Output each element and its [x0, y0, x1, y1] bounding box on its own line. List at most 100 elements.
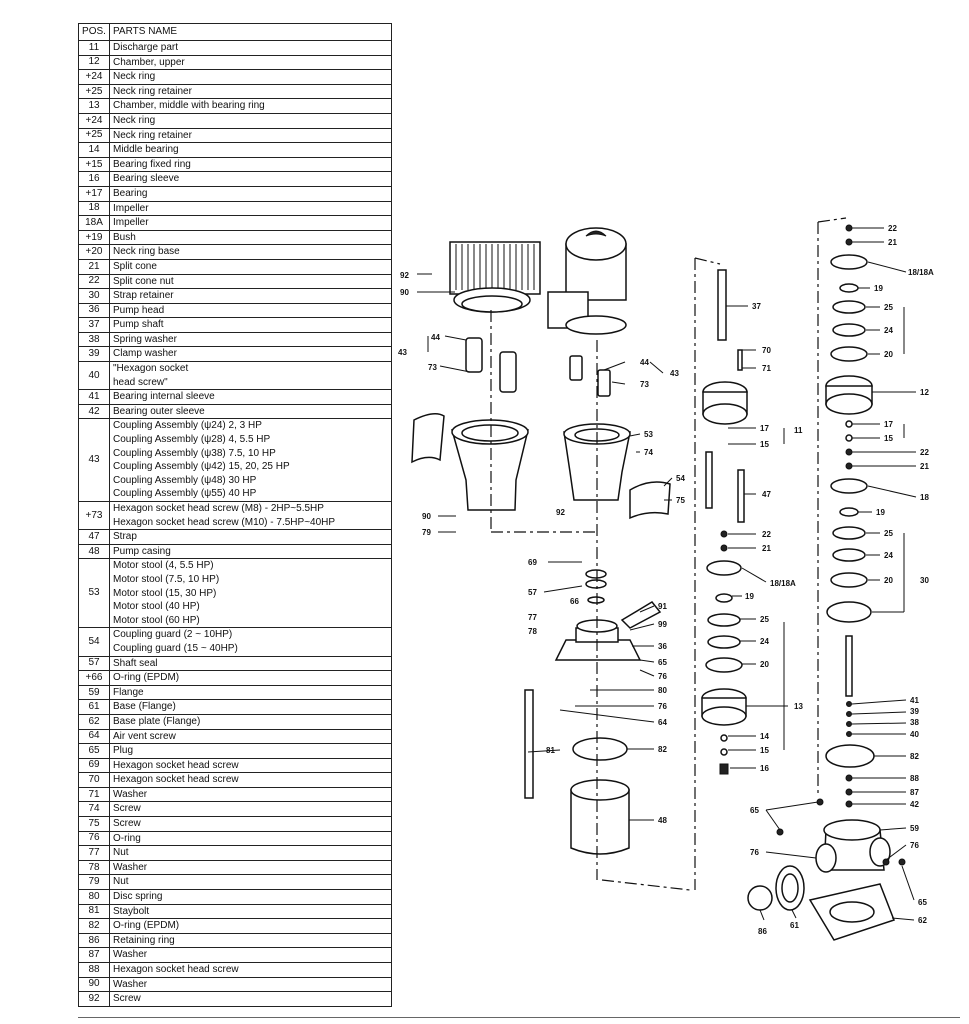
part-name-cell: Strap	[109, 529, 392, 545]
motor-large	[449, 241, 541, 313]
callout-71: 71	[762, 364, 771, 373]
part-pos: +24	[78, 112, 110, 129]
part-name-cell: Bearing fixed ring	[109, 156, 392, 173]
callout-59: 59	[910, 824, 919, 833]
callout-30: 30	[920, 576, 929, 585]
part-name-cell: Base plate (Flange)	[109, 713, 392, 730]
part-name: Flange	[113, 686, 144, 698]
callout-92: 92	[400, 271, 409, 280]
part-name-cell: Neck ring retainer	[109, 83, 392, 100]
callout-15: 15	[760, 746, 769, 755]
part-name-cell: Hexagon socket head screw (M8) - 2HP~5.5…	[109, 500, 392, 531]
part-name-cell: Bearing outer sleeve	[109, 403, 392, 420]
part-name-cell: Air vent screw	[109, 728, 392, 745]
part-name: Split cone	[113, 260, 157, 272]
callout-57: 57	[528, 588, 537, 597]
callout-47: 47	[762, 490, 771, 499]
part-pos: 48	[78, 543, 110, 560]
pump-head-assembly	[524, 569, 662, 855]
part-name: Spring washer	[113, 333, 177, 345]
callout-labels: 92 90 44 43 73 44 43 73 53 74 54 75 92 9…	[398, 224, 934, 936]
part-pos: +25	[78, 83, 110, 100]
callout-21: 21	[888, 238, 897, 247]
part-name-cell: Bearing sleeve	[109, 171, 392, 187]
parts-table-header: POS. PARTS NAME	[78, 23, 392, 41]
part-name: Bearing	[113, 187, 148, 199]
part-name: Clamp washer	[113, 348, 177, 360]
part-pos: 62	[78, 713, 110, 730]
part-name-cell: Shaft seal	[109, 655, 392, 672]
callout-81: 81	[546, 746, 555, 755]
part-name: Coupling guard (15 ~ 40HP)	[113, 642, 238, 654]
part-name: Impeller	[113, 217, 149, 229]
part-pos: +20	[78, 244, 110, 260]
part-name: Coupling guard (2 ~ 10HP)	[113, 629, 233, 641]
part-name: Motor stool (4, 5.5 HP)	[113, 560, 214, 572]
part-name: Base (Flange)	[113, 701, 176, 713]
callout-91: 91	[658, 602, 667, 611]
part-pos: 64	[78, 728, 110, 745]
part-name: Hexagon socket head screw	[113, 964, 239, 975]
part-name-cell: Split cone nut	[109, 273, 392, 290]
part-pos: 75	[78, 816, 110, 832]
part-name: Base plate (Flange)	[113, 715, 201, 727]
part-pos: +24	[78, 69, 110, 85]
part-name-cell: Screw	[109, 991, 392, 1007]
callout-79: 79	[422, 528, 431, 537]
part-name: Pump shaft	[113, 319, 164, 331]
callout-19: 19	[874, 284, 883, 293]
bottom-rule	[78, 1017, 960, 1018]
part-pos: 30	[78, 288, 110, 304]
part-pos: 88	[78, 962, 110, 978]
part-name-cell: Washer	[109, 947, 392, 963]
part-name-cell: Middle bearing	[109, 142, 392, 158]
part-name: Motor stool (15, 30 HP)	[113, 587, 217, 599]
part-name-cell: Screw	[109, 816, 392, 832]
callout-36: 36	[658, 642, 667, 651]
part-name-cell: Neck ring retainer	[109, 127, 392, 144]
part-name-cell: Clamp washer	[109, 346, 392, 363]
part-pos: 90	[78, 976, 110, 993]
part-pos: +19	[78, 229, 110, 246]
callout-65: 65	[750, 806, 759, 815]
part-pos: 81	[78, 903, 110, 920]
callout-75: 75	[676, 496, 685, 505]
part-name-cell: Hexagon socket head screw	[109, 962, 392, 978]
part-name-cell: Staybolt	[109, 903, 392, 920]
part-pos: 12	[78, 54, 110, 71]
part-pos: +66	[78, 670, 110, 686]
part-name: Washer	[113, 788, 148, 800]
part-name: Strap retainer	[113, 290, 174, 302]
callout-20: 20	[884, 576, 893, 585]
part-pos: 74	[78, 801, 110, 818]
part-pos: 18A	[78, 215, 110, 231]
callout-78: 78	[528, 627, 537, 636]
part-name: Nut	[113, 847, 129, 859]
part-name: Bearing sleeve	[113, 173, 180, 185]
part-pos: 70	[78, 772, 110, 788]
right-stack	[747, 224, 906, 941]
callout-18: 18	[920, 493, 929, 502]
part-name: Discharge part	[113, 42, 179, 53]
